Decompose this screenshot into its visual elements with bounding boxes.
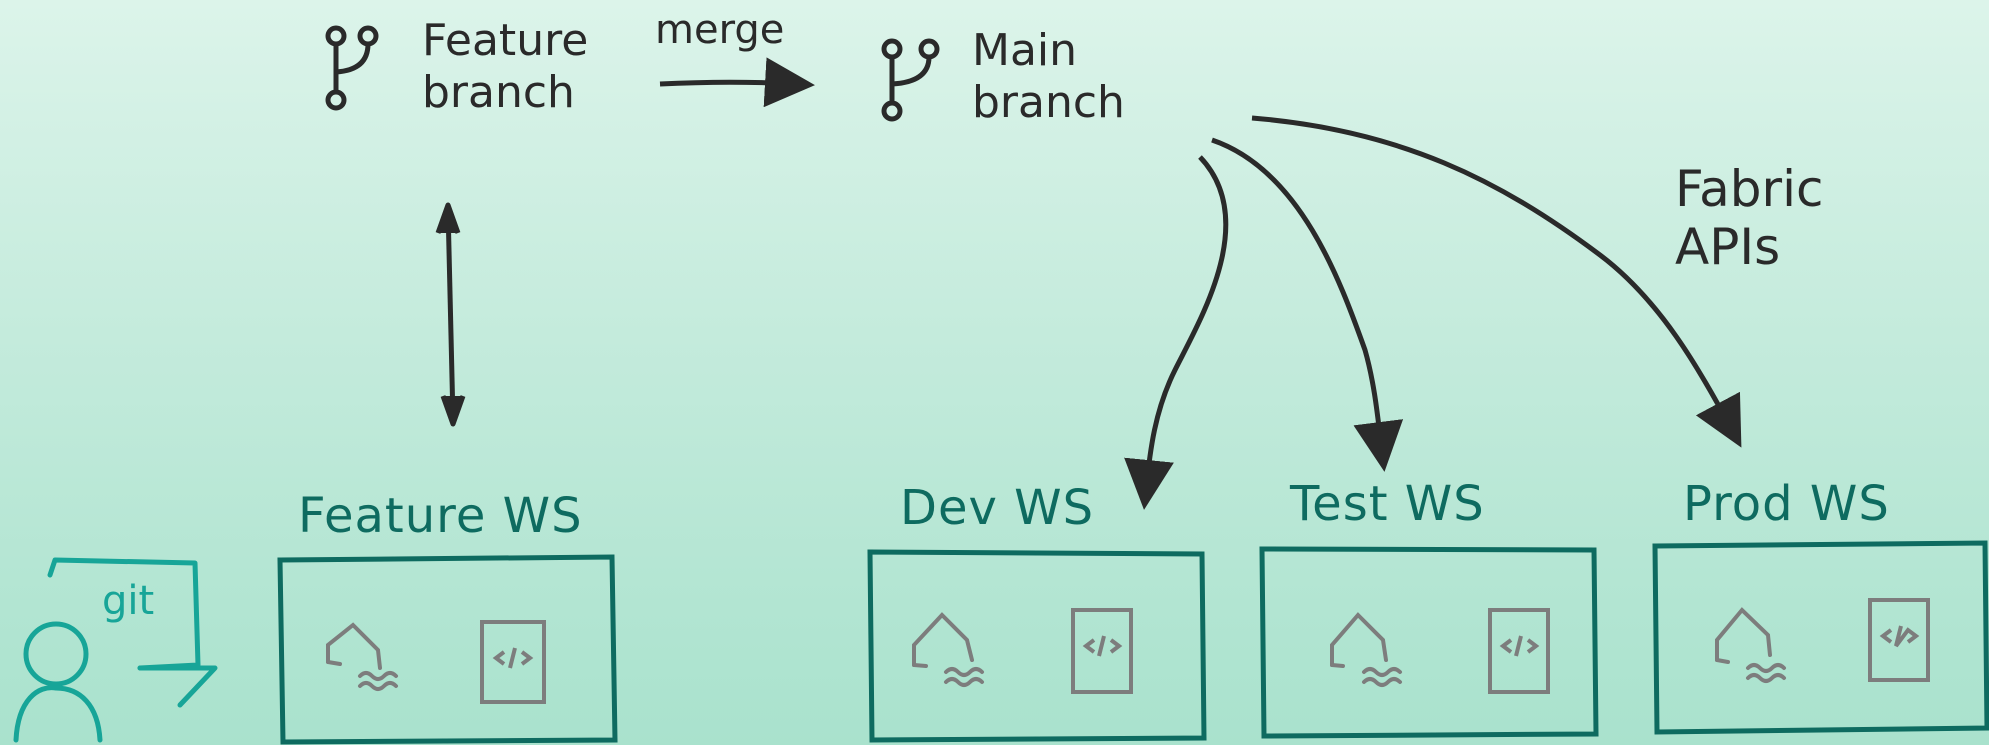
deploy-arrow-test	[1211, 137, 1404, 472]
deploy-arrow-dev	[1124, 155, 1229, 510]
dev-ws-box	[867, 549, 1207, 743]
lakehouse-icon	[1330, 612, 1402, 687]
developer-git-icon	[13, 557, 218, 743]
merge-arrow	[659, 57, 815, 108]
git-branch-icon-feature	[325, 25, 379, 111]
code-file-icon	[480, 620, 546, 704]
main-branch-label-line2: branch	[972, 77, 1125, 128]
dev-ws-title: Dev WS	[900, 480, 1095, 536]
test-ws-title: Test WS	[1290, 476, 1485, 532]
lakehouse-icon	[326, 622, 398, 691]
feature-branch-label-line2: branch	[422, 67, 575, 118]
code-file-icon	[1488, 608, 1550, 694]
main-branch-label-line1: Main	[972, 25, 1078, 76]
feature-ws-box	[277, 554, 618, 745]
prod-ws-title: Prod WS	[1683, 476, 1890, 532]
feature-branch-label: Feature branch	[422, 15, 588, 119]
main-branch-label: Main branch	[972, 25, 1125, 129]
git-label: git	[102, 578, 155, 624]
lakehouse-icon	[912, 612, 984, 687]
git-branch-icon-main	[881, 38, 940, 122]
code-file-icon	[1071, 608, 1133, 694]
code-file-icon	[1868, 598, 1930, 682]
test-ws-box	[1259, 546, 1599, 739]
fabric-apis-label: Fabric APIs	[1675, 160, 1824, 276]
feature-ws-title: Feature WS	[298, 488, 583, 544]
fabric-apis-label-line2: APIs	[1675, 218, 1781, 276]
fabric-apis-label-line1: Fabric	[1675, 160, 1824, 218]
feature-branch-label-line1: Feature	[422, 15, 589, 66]
lakehouse-icon	[1715, 607, 1786, 683]
deploy-arrow-prod	[1251, 115, 1742, 448]
prod-ws-box	[1652, 540, 1989, 735]
sync-arrow-feature	[435, 202, 466, 427]
merge-label: merge	[655, 7, 785, 53]
